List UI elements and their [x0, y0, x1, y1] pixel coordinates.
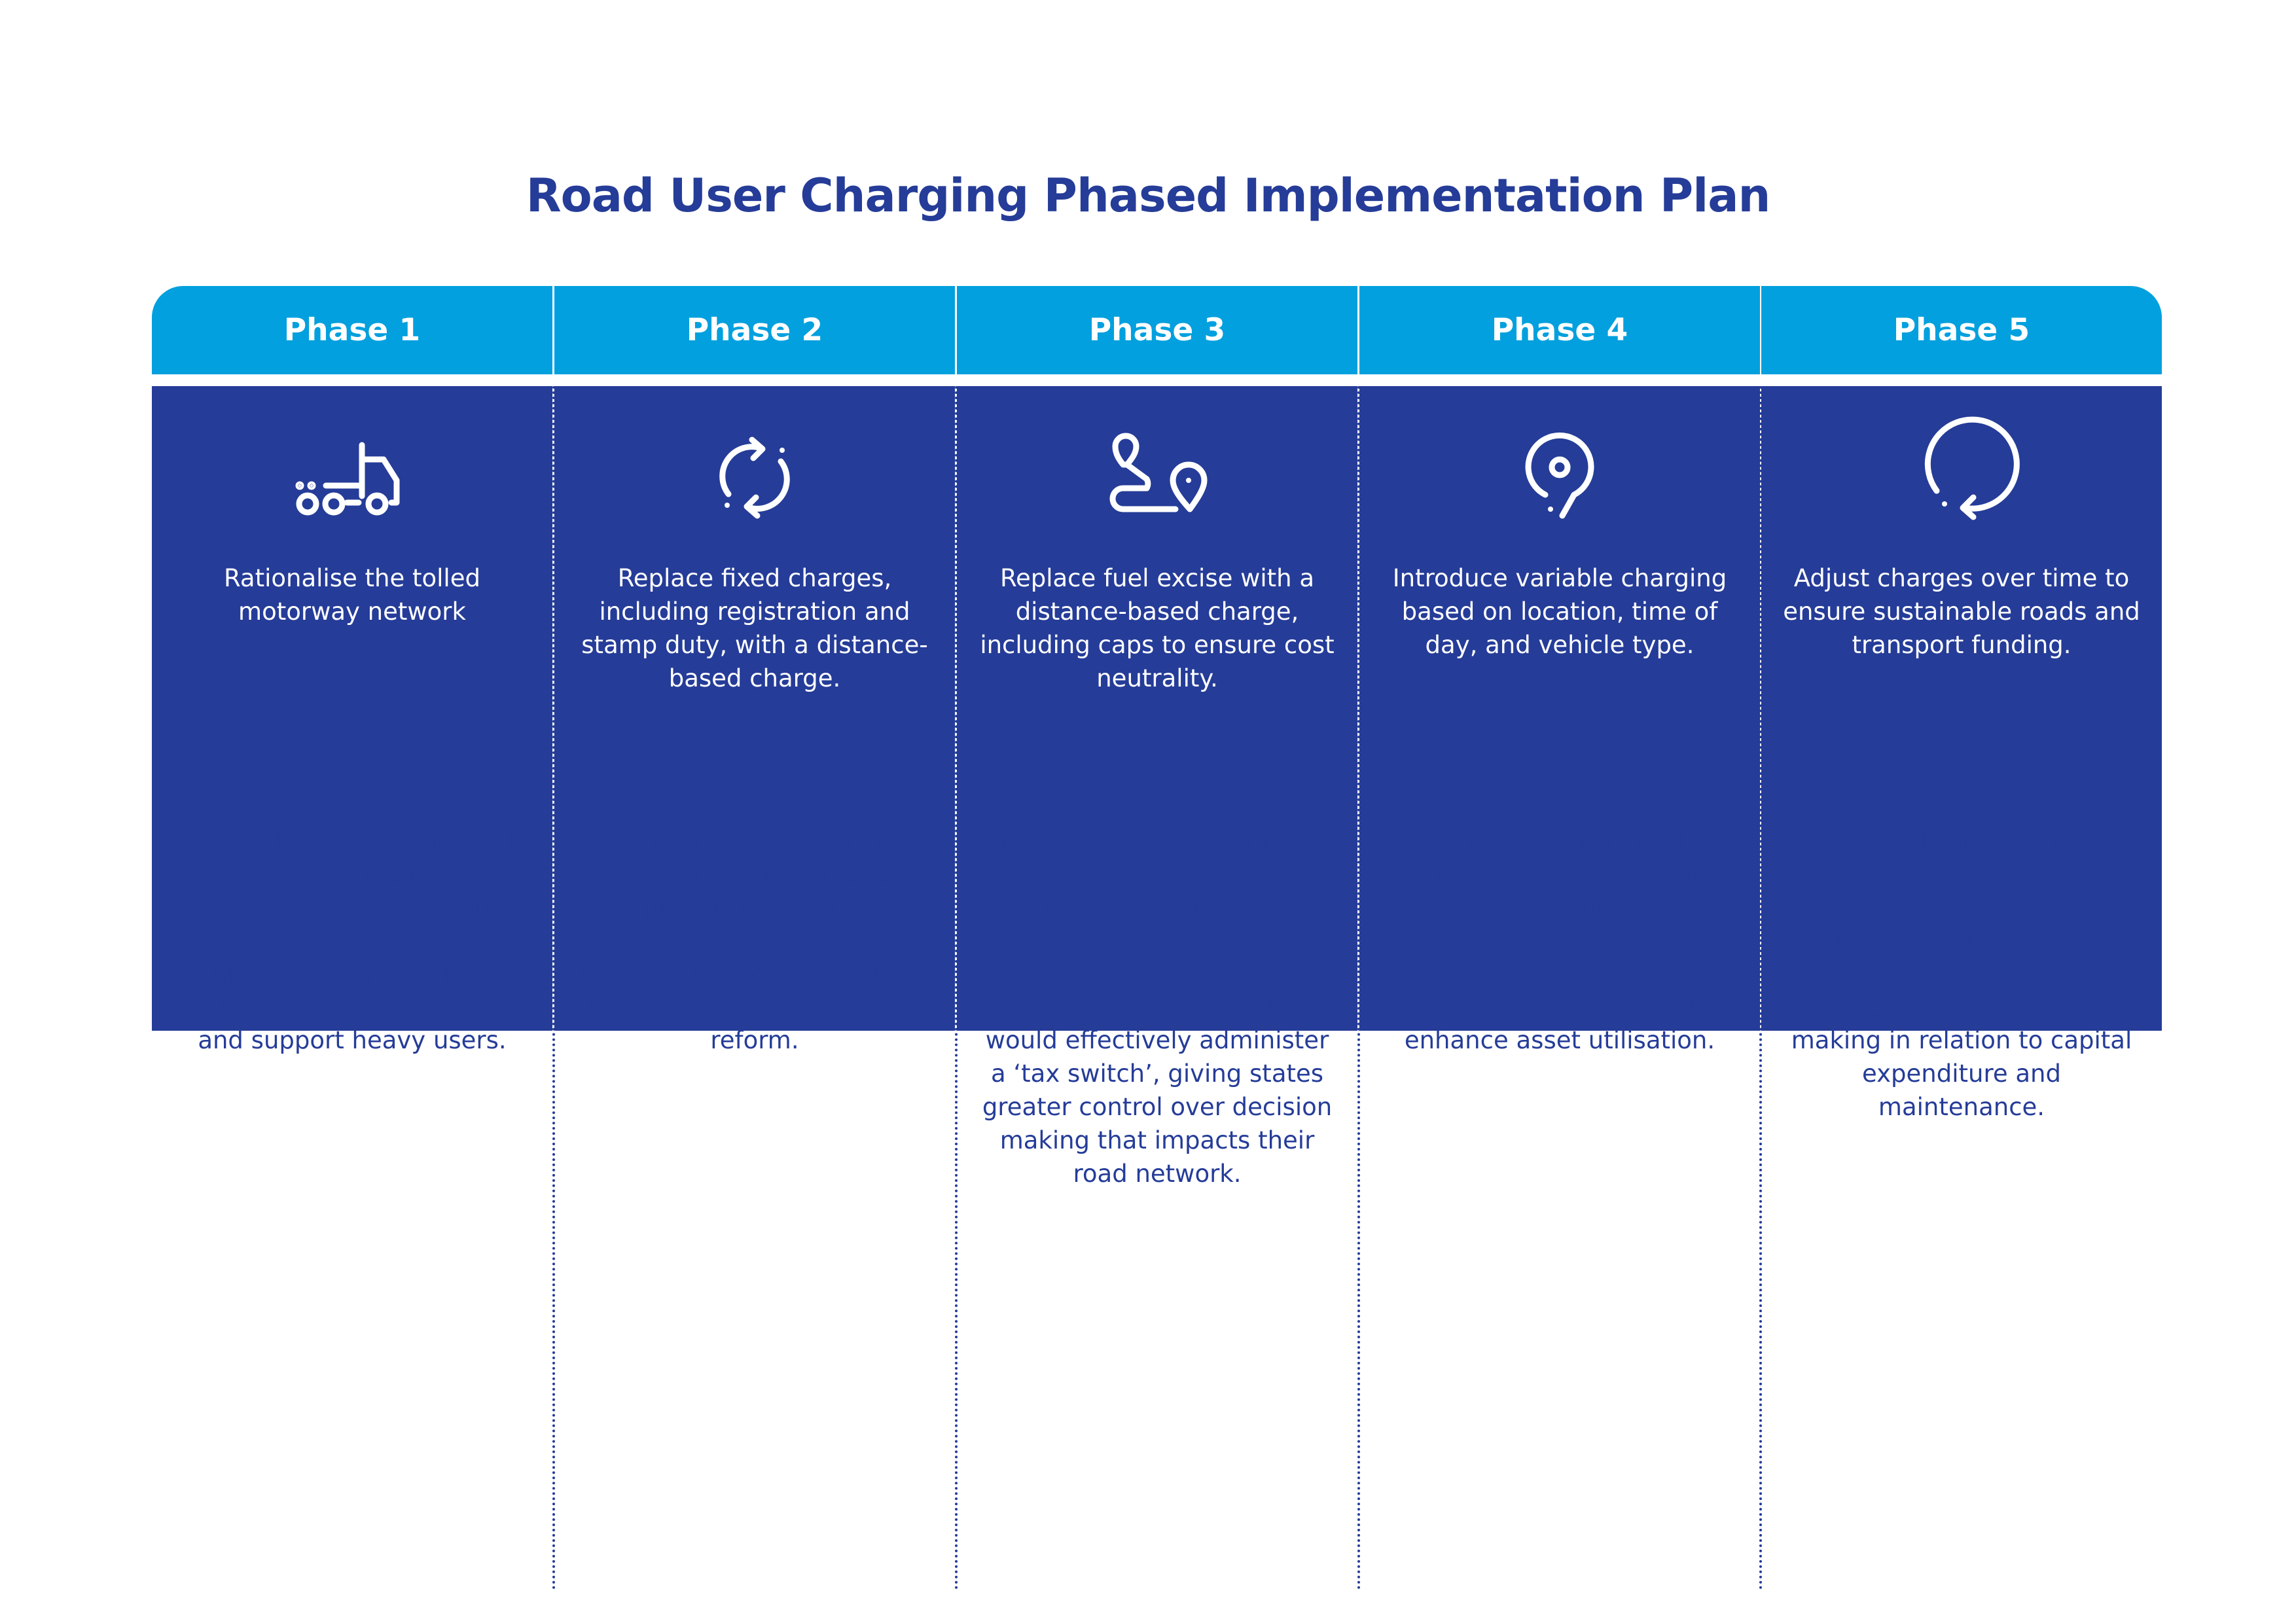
phase-3-detail-2: Distance-based charging at the state and…	[982, 959, 1333, 1188]
phase-1-header: Phase 1	[152, 286, 552, 374]
phase-3-detail-1: Distance-based charging will remove a re…	[982, 827, 1332, 921]
page-title: Road User Charging Phased Implementation…	[526, 169, 1771, 223]
phase-1-details: Network-wide charging will improve simpl…	[171, 824, 533, 1090]
phase-2-details: Distance-based charging will remove inef…	[574, 824, 935, 1090]
phase-3-summary: Replace fuel excise with a distance-base…	[980, 564, 1335, 692]
phase-3-header: Phase 3	[957, 286, 1357, 374]
phase-5-header: Phase 5	[1761, 286, 2162, 374]
phase-3-details: Distance-based charging will remove a re…	[977, 824, 1338, 1223]
phase-column-3: Phase 3 Replace fuel excise with a dista…	[957, 286, 1357, 1188]
phase-2-panel: Replace fixed charges, including registr…	[554, 386, 955, 1031]
phase-2-summary: Replace fixed charges, including registr…	[581, 564, 928, 692]
phase-4-header: Phase 4	[1359, 286, 1760, 374]
phase-column-4: Phase 4 Introduce variable charging base…	[1359, 286, 1760, 1054]
column-divider	[1357, 386, 1360, 1590]
phase-5-detail-1: Enables flexible charging based on consu…	[1809, 827, 2114, 955]
phase-4-panel: Introduce variable charging based on loc…	[1359, 386, 1760, 1031]
location-pin-icon	[1359, 412, 1760, 543]
phase-1-detail-2: Multiple trip charging caps could benefi…	[182, 959, 522, 1054]
phase-5-summary: Adjust charges over time to ensure susta…	[1783, 564, 2140, 659]
phase-2-detail-2: Distance-based charging can underpin fur…	[578, 959, 931, 1054]
phase-4-detail-2: Network efficiency will enhance asset ut…	[1404, 993, 1715, 1054]
rotate-arrow-icon	[1761, 412, 2162, 543]
phase-5-detail-2: Enables improved decision making in rela…	[1791, 993, 2132, 1121]
phase-4-details: Variable charging will improve user equi…	[1379, 824, 1740, 1090]
phase-1-summary: Rationalise the tolled motorway network	[224, 564, 480, 626]
column-divider	[955, 386, 958, 1590]
phase-2-detail-1: Distance-based charging will remove inef…	[580, 827, 929, 921]
refresh-cycle-icon	[554, 412, 955, 543]
phase-5-details: Enables flexible charging based on consu…	[1781, 824, 2142, 1156]
column-divider	[1759, 386, 1762, 1590]
column-divider	[552, 386, 555, 1590]
phase-column-5: Phase 5 Adjust charges over time to ensu…	[1761, 286, 2162, 1121]
truck-icon	[152, 412, 552, 543]
phase-2-header: Phase 2	[554, 286, 955, 374]
phase-column-1: Phase 1 Rationalise the tolled motorway …	[152, 286, 552, 1054]
phase-1-panel: Rationalise the tolled motorway network	[152, 386, 552, 1031]
phase-column-2: Phase 2 Replace fixed charges, including…	[554, 286, 955, 1054]
phase-4-summary: Introduce variable charging based on loc…	[1392, 564, 1727, 659]
phase-3-panel: Replace fuel excise with a distance-base…	[957, 386, 1357, 1031]
phase-5-panel: Adjust charges over time to ensure susta…	[1761, 386, 2162, 1031]
route-pin-icon	[957, 412, 1357, 543]
phase-1-detail-1: Network-wide charging will improve simpl…	[179, 827, 525, 921]
phase-4-detail-1: Variable charging will improve user equi…	[1411, 827, 1708, 955]
